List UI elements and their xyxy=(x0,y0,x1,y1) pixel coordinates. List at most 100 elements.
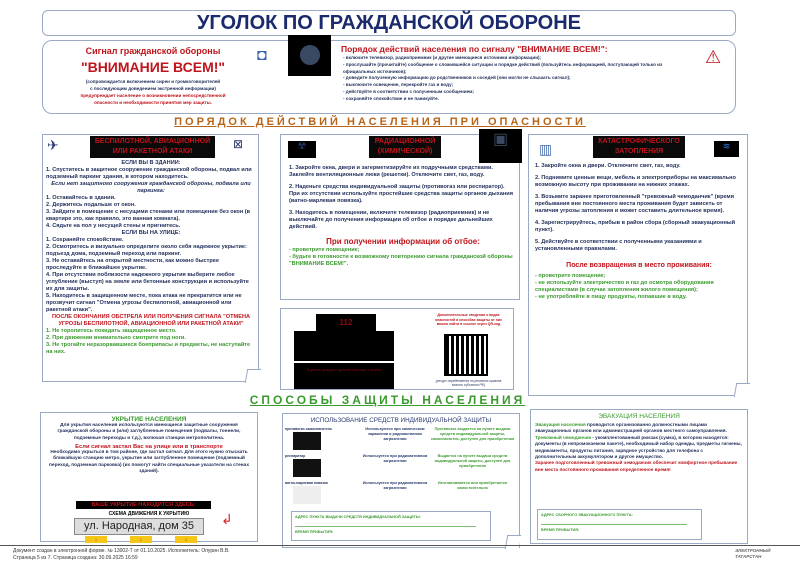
evac-title: ЭВАКУАЦИЯ НАСЕЛЕНИЯ xyxy=(598,413,680,420)
signal-label: Сигнал гражданской обороны xyxy=(85,46,221,56)
emergency-card: 112 Единая дежурно-диспетчерская служба … xyxy=(280,308,514,390)
shelter-title: УКРЫТИЕ НАСЕЛЕНИЯ xyxy=(111,416,187,423)
return-item: - проветрите помещение; xyxy=(535,273,606,279)
instruction-item: 3. Возьмите заранее приготовленный "трев… xyxy=(535,194,734,214)
after-item: 1. Не торопитесь покидать защищенное мес… xyxy=(46,328,177,334)
ppe-title: ИСПОЛЬЗОВАНИЕ СРЕДСТВ ИНДИВИДУАЛЬНОЙ ЗАЩ… xyxy=(310,417,492,424)
drone-icon: ⊠ xyxy=(233,137,244,151)
page-curl xyxy=(733,383,751,397)
siren-icon: ◘ xyxy=(257,47,267,64)
qr-note: (ресурс определяется по решению органов … xyxy=(435,379,502,387)
signal-warning: опасности и необходимости принятия мер з… xyxy=(94,100,212,105)
ppe-item-image: противогаз самоспасатель xyxy=(285,427,360,454)
action-item: - прослушайте (прочитайте) сообщение о с… xyxy=(343,61,663,74)
after-item: - проветрите помещение; xyxy=(289,247,360,253)
evac-text: Эвакуация населения проводится организов… xyxy=(535,422,727,434)
page-curl xyxy=(504,535,522,549)
megaphone-icon xyxy=(288,35,331,76)
ppe-availability: Выдается на пункте выдачи средств индиви… xyxy=(434,454,511,468)
after-item: - будьте в готовности к возможному повто… xyxy=(289,254,513,267)
instruction-item: 3. Находитесь в помещении, включите теле… xyxy=(289,210,493,230)
chem-card: ☢ ▣ РАДИАЦИОННОЙ(ХИМИЧЕСКОЙ) 1. Закройте… xyxy=(280,129,522,300)
shelter-address: ул. Народная, дом 35 xyxy=(74,518,204,535)
instruction-item: 2. Поднимите ценные вещи, мебель и элект… xyxy=(535,175,736,188)
ppe-availability: Противогаз выдается на пункте выдачи сре… xyxy=(430,427,515,441)
flood-icon: ▥ xyxy=(539,141,553,157)
instruction-item: 4. Сядьте на пол у несущей стены и пригн… xyxy=(46,223,181,229)
outside-label: ЕСЛИ ВЫ НА УЛИЦЕ: xyxy=(121,230,181,236)
signal-name: "ВНИМАНИЕ ВСЕМ!" xyxy=(80,59,226,75)
emergency-number-block: 112 xyxy=(316,314,376,332)
qr-code[interactable] xyxy=(444,334,488,376)
ppe-time-label: ВРЕМЯ ПРИБЫТИЯ: xyxy=(295,530,334,534)
ppe-use: Используется при радиоактивном загрязнен… xyxy=(362,481,428,490)
ppe-row: противогаз самоспасатель Используются при… xyxy=(285,427,519,454)
ppe-use: Используются при химическом заражении и … xyxy=(365,427,425,441)
instruction-item: 1. Закройте окна, двери и загерметизируй… xyxy=(289,165,493,178)
return-item: - не употребляйте в пищу продукты, попав… xyxy=(535,294,687,300)
shelter-subtitle: Если сигнал застал Вас на улице или в тр… xyxy=(75,443,223,450)
shelter-card: УКРЫТИЕ НАСЕЛЕНИЯ Для укрытия населения … xyxy=(40,412,258,542)
page-curl xyxy=(244,369,262,383)
footer-page-info: Страница 5 из 7. Страница создана: 30.09… xyxy=(13,555,138,561)
title-box: УГОЛОК ПО ГРАЖДАНСКОЙ ОБОРОНЕ xyxy=(42,10,736,36)
gas-mask-icon: ☢ xyxy=(288,141,316,158)
return-title: После возвращения в место проживания: xyxy=(566,262,712,269)
chem-banner: РАДИАЦИОННОЙ(ХИМИЧЕСКОЙ) xyxy=(369,136,441,158)
return-item: - не используйте электричество и газ до … xyxy=(535,280,714,293)
evac-address-form[interactable]: АДРЕС СБОРНОГО ЭВАКУАЦИОННОГО ПУНКТА: ВР… xyxy=(537,509,702,540)
ppe-address-label: АДРЕС ПУНКТА ВЫДАЧИ СРЕДСТВ ИНДИВИДУАЛЬН… xyxy=(295,515,421,519)
instruction-item: 1. Закройте окна и двери. Отключите свет… xyxy=(535,163,681,169)
ppe-card: ИСПОЛЬЗОВАНИЕ СРЕДСТВ ИНДИВИДУАЛЬНОЙ ЗАЩ… xyxy=(282,413,520,548)
ppe-address-form[interactable]: АДРЕС ПУНКТА ВЫДАЧИ СРЕДСТВ ИНДИВИДУАЛЬН… xyxy=(291,511,491,541)
action-item: - действуйте в соответствии с полученным… xyxy=(343,88,475,94)
evac-note: Заранее подготовленный тревожный чемодан… xyxy=(535,460,738,472)
instruction-item: 3. Зайдите в помещение с несущими стенам… xyxy=(46,209,251,222)
signal-box: Сигнал гражданской обороны "ВНИМАНИЕ ВСЕ… xyxy=(42,35,736,114)
action-item: - включите телевизор, радиоприемник (и д… xyxy=(343,55,542,60)
ppe-item-image: ватно-марлевая повязка xyxy=(285,481,360,508)
danger-heading: ПОРЯДОК ДЕЙСТВИЙ НАСЕЛЕНИЯ ПРИ ОПАСНОСТИ xyxy=(174,116,586,128)
signal-warning: предупреждает население о возникновении … xyxy=(80,93,226,98)
shelter-text: Необходимо укрыться в том районе, где за… xyxy=(49,450,249,475)
instruction-item: 1. Оставайтесь в здании. xyxy=(46,195,116,201)
entrance-marker: 2 xyxy=(130,536,152,543)
instruction-item: 2. Осмотритесь и визуально определите ок… xyxy=(46,244,247,257)
instruction-item: 5. Действуйте в соответствии с полученны… xyxy=(535,239,702,252)
instruction-item: 2. Держитесь подальше от окон. xyxy=(46,202,136,208)
dosimeter-icon: ▣ xyxy=(479,129,522,163)
airplane-icon: ✈ xyxy=(47,137,59,153)
shelter-text: Для укрытия населения используются имеющ… xyxy=(57,423,241,441)
instruction-item: 3. Не оставайтесь на открытой местности,… xyxy=(46,258,220,271)
footer-divider xyxy=(0,545,800,546)
instruction: 1. Спуститесь в защитное сооружение граж… xyxy=(46,167,252,180)
entrance-marker: 1 xyxy=(85,536,107,543)
shelter-here-label: ВАШЕ УКРЫТИЕ НАХОДИТСЯ ЗДЕСЬ: xyxy=(76,501,211,509)
footer-doc-info: Документ создан в электронной форме. № 1… xyxy=(13,548,230,554)
ppe-item-image: респиратор xyxy=(285,454,360,481)
page-title: УГОЛОК ПО ГРАЖДАНСКОЙ ОБОРОНЕ xyxy=(196,12,582,34)
ppe-availability: Изготавливается или приобретается самост… xyxy=(437,481,508,490)
action-item: - выключите освещение, перекройте газ и … xyxy=(343,82,454,88)
instruction-item: 4. При отсутствии поблизости надежного у… xyxy=(46,272,249,292)
arrow-icon: ↲ xyxy=(221,511,233,527)
instruction-item: 2. Наденьте средства индивидуальной защи… xyxy=(289,184,513,204)
scheme-label: СХЕМА ДВИЖЕНИЯ К УКРЫТИЮ xyxy=(108,511,190,517)
after-label: ПОСЛЕ ОКОНЧАНИЯ ОБСТРЕЛА ИЛИ ПОЛУЧЕНИЯ С… xyxy=(51,314,251,327)
evac-card: ЭВАКУАЦИЯ НАСЕЛЕНИЯ Эвакуация населения … xyxy=(530,409,748,544)
protection-heading: СПОСОБЫ ЗАЩИТЫ НАСЕЛЕНИЯ xyxy=(249,393,526,407)
evac-time-label: ВРЕМЯ ПРИБЫТИЯ: xyxy=(541,528,580,532)
action-item: - доведите полученную информацию до родс… xyxy=(343,75,571,81)
warning-icon: ⚠ xyxy=(705,47,722,67)
entrance-marker: 3 xyxy=(175,536,197,543)
in-building-label: ЕСЛИ ВЫ В ЗДАНИИ: xyxy=(121,160,181,166)
after-item: 2. При движении внимательно смотрите под… xyxy=(46,335,186,341)
signal-note: с последующим доведением экстренной инфо… xyxy=(90,86,216,91)
emergency-block xyxy=(294,331,394,361)
qr-text: Дополнительные сведения о видах опасност… xyxy=(435,313,502,326)
